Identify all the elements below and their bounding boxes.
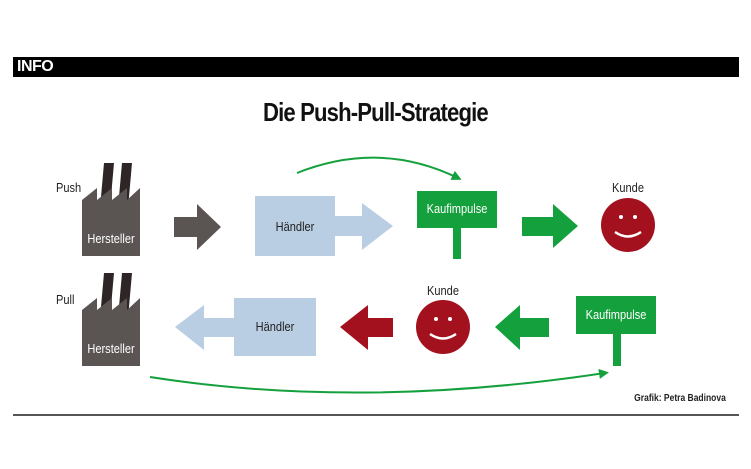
- pull-kunde-smiley-icon: [416, 300, 470, 354]
- pull-haendler-box: [175, 298, 316, 356]
- push-kunde-smiley-icon: [601, 198, 655, 252]
- factory-body: [82, 188, 140, 256]
- pull-green-arrow: [495, 305, 549, 350]
- pull-kunde-label: Kunde: [427, 283, 459, 298]
- push-green-arrow: [522, 204, 578, 248]
- pull-kaufimpulse-sign: [576, 296, 656, 366]
- pull-curved-arrow: [149, 368, 609, 394]
- push-curved-arrow: [296, 156, 462, 180]
- diagram-title: Die Push-Pull-Strategie: [263, 97, 489, 127]
- pull-red-arrow: [340, 305, 393, 350]
- graphic-credit: Grafik: Petra Badinova: [634, 393, 726, 404]
- push-kaufimpulse-label: Kaufimpulse: [426, 201, 488, 216]
- push-kunde-label: Kunde: [612, 180, 644, 195]
- info-header-bar: INFO: [13, 57, 739, 77]
- factory-body: [82, 298, 140, 366]
- pull-label: Pull: [56, 292, 75, 307]
- push-factory-icon: [82, 163, 140, 256]
- push-gray-arrow: [174, 204, 221, 250]
- pull-factory-icon: [82, 273, 140, 366]
- push-haendler-label: Händler: [275, 219, 315, 234]
- bottom-divider: [13, 414, 739, 416]
- push-haendler-box: [255, 196, 393, 256]
- pull-hersteller-label: Hersteller: [87, 341, 135, 356]
- pull-haendler-label: Händler: [255, 319, 295, 334]
- push-kaufimpulse-sign: [417, 191, 497, 259]
- push-label: Push: [56, 180, 82, 195]
- push-hersteller-label: Hersteller: [87, 231, 135, 246]
- pull-kaufimpulse-label: Kaufimpulse: [585, 307, 647, 322]
- info-label: INFO: [17, 58, 54, 75]
